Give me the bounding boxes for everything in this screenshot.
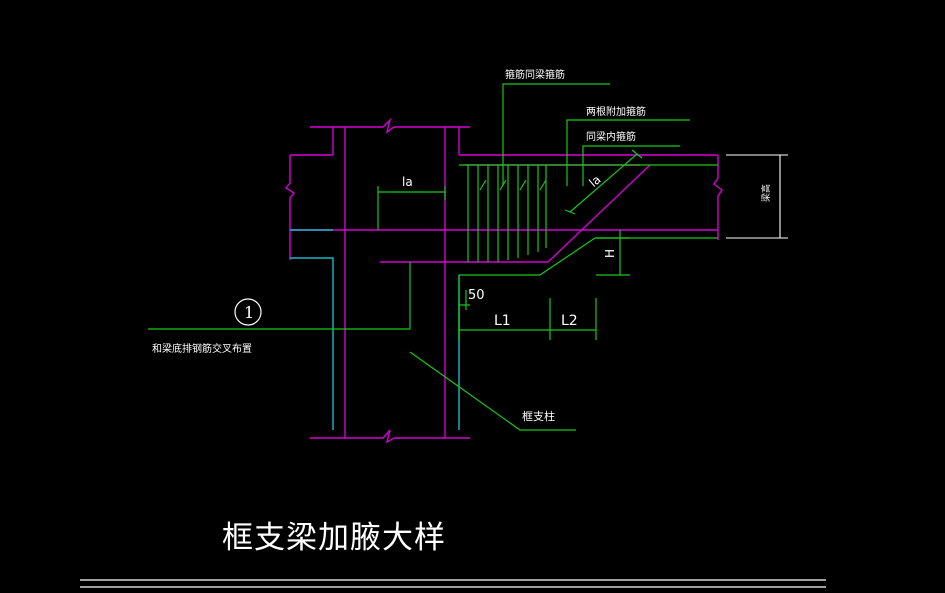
label-stirrup-same-as-beam: 箍筋同梁箍筋 (505, 68, 565, 81)
drawing-title: 框支梁加腋大样 (222, 520, 446, 556)
callout-marker: 1 (234, 298, 262, 326)
label-beam-height: 梁高 (760, 184, 772, 202)
dim-la-right: la (586, 172, 603, 190)
label-two-additional-stirrups: 两根附加箍筋 (586, 105, 646, 118)
label-column: 框支柱 (522, 409, 555, 423)
dim-la-left: la (402, 175, 413, 189)
label-same-as-beam-inner-stirrup: 同梁内箍筋 (586, 130, 636, 143)
dim-h: H (603, 249, 617, 258)
reinforcement (148, 83, 788, 431)
concrete-outline (284, 117, 723, 444)
dim-l2: L2 (561, 313, 578, 329)
column-faces (290, 229, 460, 430)
dim-l1: L1 (494, 313, 511, 329)
label-bottom-rebar-note: 和梁底排钢筋交叉布置 (152, 342, 252, 355)
callout-number: 1 (244, 303, 254, 322)
dim-fifty: 50 (468, 288, 485, 303)
title-rules (80, 579, 826, 588)
